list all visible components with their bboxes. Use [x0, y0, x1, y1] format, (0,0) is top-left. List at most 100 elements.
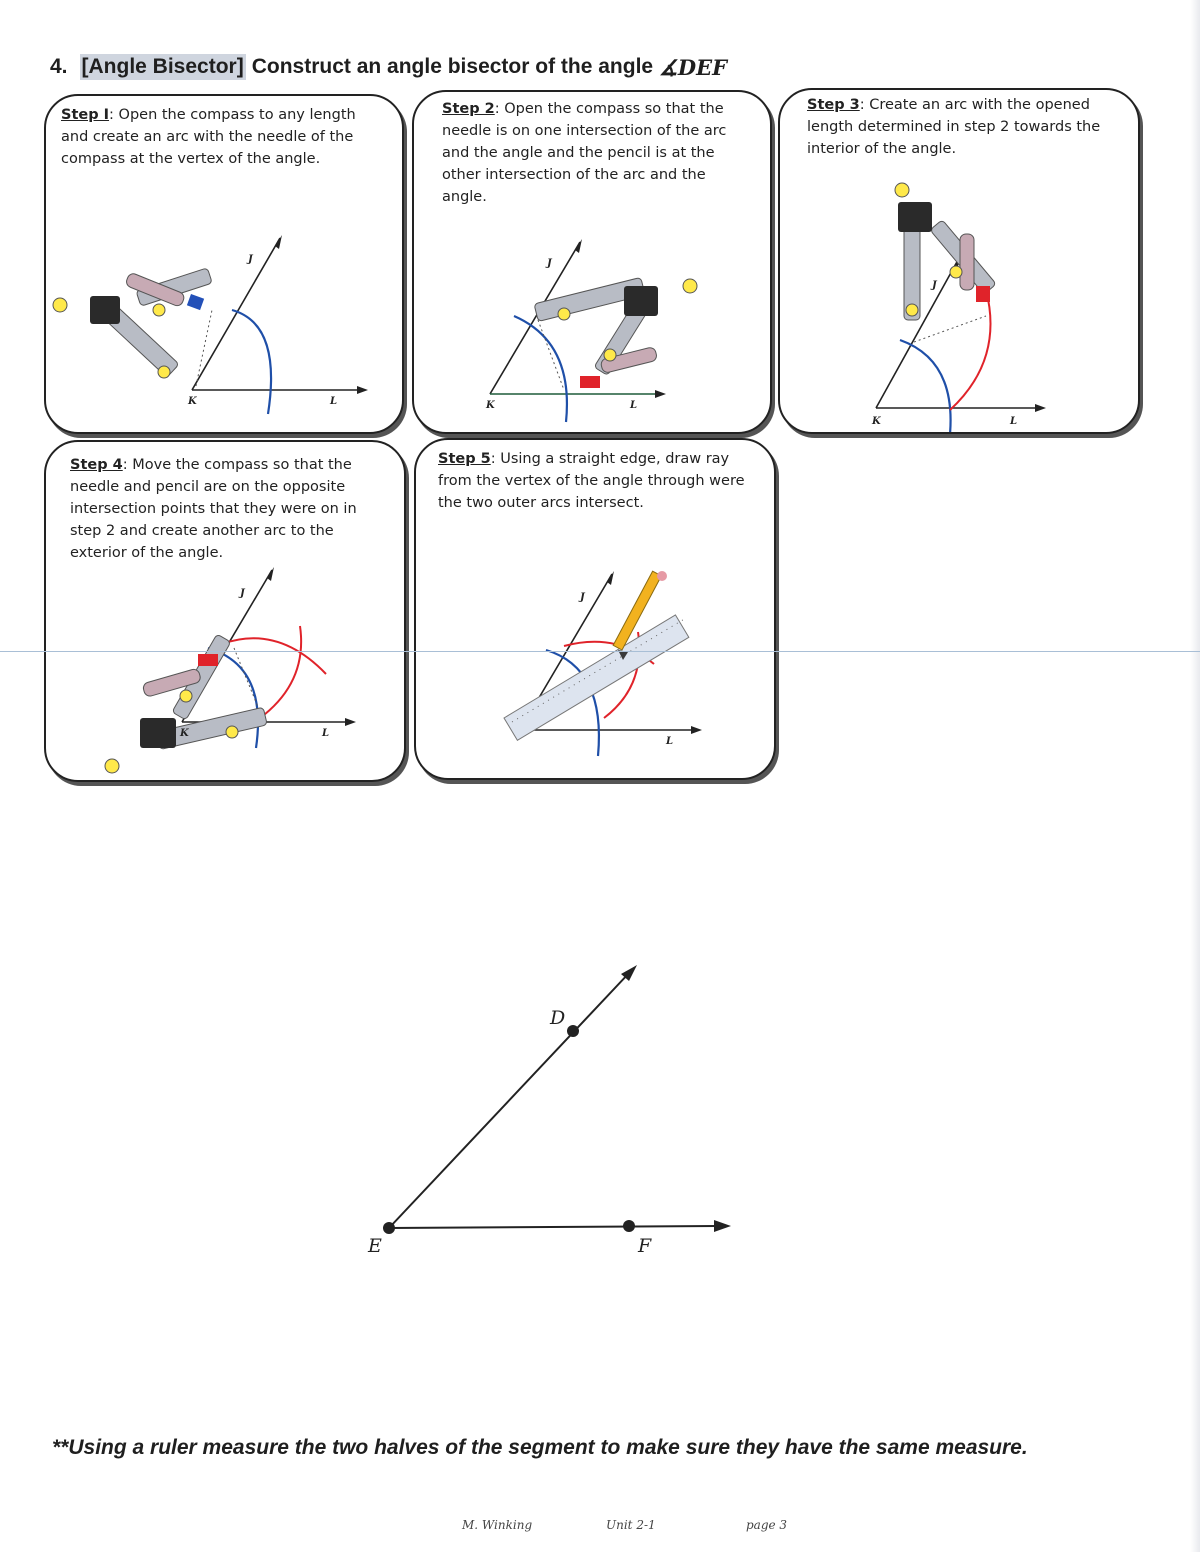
label-l: L: [329, 396, 337, 407]
label-j: J: [578, 592, 586, 603]
step-1-body: : Open the compass to any length and cre…: [61, 107, 356, 167]
ray-kj-arrow: [275, 235, 282, 249]
step-1-label: Step I: [61, 107, 110, 123]
step-4-text: Step 4: Move the compass so that the nee…: [70, 454, 370, 564]
compass-eraser: [959, 233, 975, 291]
question-number: 4.: [50, 55, 68, 78]
compass-pencil-tip: [976, 286, 990, 302]
compass-eraser: [126, 273, 185, 307]
label-k: K: [187, 396, 198, 407]
step-4-body: : Move the compass so that the needle an…: [70, 457, 357, 561]
step-1-text: Step I: Open the compass to any length a…: [61, 104, 371, 170]
pencil-eraser: [657, 571, 667, 581]
compass-knob-lower: [603, 348, 617, 362]
label-f: F: [637, 1235, 652, 1257]
ray-kl-arrow: [345, 718, 356, 726]
compass-hinge: [140, 718, 176, 748]
compass-pencil-tip: [198, 654, 218, 666]
compass-knob-handle: [104, 758, 120, 774]
ruler-ticks: [511, 617, 687, 723]
compass-pencil-tip: [186, 294, 205, 311]
question-title: Construct an angle bisector of the angle: [251, 55, 654, 78]
step-4-label: Step 4: [70, 457, 123, 473]
label-j: J: [246, 254, 254, 265]
ray-kj: [191, 237, 281, 391]
ray-kj: [875, 259, 959, 409]
step-1-figure: J K L: [52, 235, 368, 415]
compass-knob-handle: [52, 297, 68, 313]
ruler: [503, 614, 690, 741]
ray-kl-arrow: [655, 390, 666, 398]
compass-knob-upper: [557, 307, 571, 321]
step-5-text: Step 5: Using a straight edge, draw ray …: [438, 448, 758, 514]
step-2-label: Step 2: [442, 101, 495, 117]
blue-arc: [899, 338, 952, 432]
red-arc: [949, 289, 992, 411]
ray-kj-arrow: [267, 567, 274, 581]
ray-kj-arrow: [575, 239, 582, 253]
question-heading: 4. [Angle Bisector] Construct an angle b…: [50, 50, 727, 84]
step-5-label: Step 5: [438, 451, 491, 467]
ruler-body: [503, 614, 690, 741]
compass: [534, 277, 698, 388]
step-2-card: Step 2: Open the compass so that the nee…: [412, 90, 772, 434]
label-k: K: [485, 400, 496, 411]
step-5-body: : Using a straight edge, draw ray from t…: [438, 451, 745, 511]
instruction-note: **Using a ruler measure the two halves o…: [52, 1436, 1028, 1459]
step-3-body: : Create an arc with the opened length d…: [807, 97, 1101, 157]
point-e: [383, 1222, 395, 1234]
blue-arc: [231, 308, 273, 415]
compass-knob-handle: [894, 182, 910, 198]
step-4-card: Step 4: Move the compass so that the nee…: [44, 440, 406, 782]
step-2-body: : Open the compass so that the needle is…: [442, 101, 727, 205]
pencil-body: [612, 570, 663, 651]
label-j: J: [930, 280, 938, 291]
compass: [894, 182, 996, 321]
step-5-card: Step 5: Using a straight edge, draw ray …: [414, 438, 776, 780]
compass-hinge: [90, 296, 120, 324]
step-2-figure: J K L: [485, 239, 698, 423]
compass-chord-line: [233, 647, 261, 713]
label-e: E: [367, 1235, 382, 1257]
angle-def-diagram: D E F: [367, 965, 731, 1257]
red-arc-interior: [221, 637, 327, 675]
label-j: J: [238, 588, 246, 599]
blue-arc: [513, 314, 568, 423]
compass-hinge: [898, 202, 932, 232]
step-5-figure: J L: [503, 570, 702, 757]
angle-name: ∡DEF: [659, 54, 728, 80]
footer-page: page 3: [746, 1518, 788, 1532]
ray-ef: [388, 1225, 719, 1229]
step-3-text: Step 3: Create an arc with the opened le…: [807, 94, 1117, 160]
step-1-card: Step I: Open the compass to any length a…: [44, 94, 404, 434]
label-d: D: [549, 1007, 565, 1029]
label-l: L: [321, 728, 329, 739]
ray-ed: [388, 971, 631, 1229]
label-l: L: [1009, 416, 1017, 427]
compass-pencil-tip: [580, 376, 600, 388]
label-l: L: [665, 736, 673, 747]
step-3-label: Step 3: [807, 97, 860, 113]
compass-knob-handle: [682, 278, 698, 294]
pencil-tip: [618, 650, 628, 660]
ray-kl-arrow: [357, 386, 368, 394]
ray-kj: [489, 241, 581, 395]
ray-kj-arrow: [607, 571, 614, 585]
step-3-card: Step 3: Create an arc with the opened le…: [778, 88, 1140, 434]
step-3-figure: J K L: [871, 182, 1046, 432]
ray-kl-arrow: [1035, 404, 1046, 412]
ray-kl-arrow: [691, 726, 702, 734]
compass: [104, 635, 267, 774]
compass-chord-line: [537, 319, 565, 391]
compass-eraser: [142, 668, 201, 697]
footer-author: M. Winking: [462, 1518, 533, 1532]
ray-ef-arrow: [714, 1220, 731, 1232]
pencil: [612, 570, 667, 660]
compass: [52, 268, 212, 379]
point-f: [623, 1220, 635, 1232]
compass-knob-upper: [152, 303, 166, 317]
compass-knob-lower: [157, 365, 171, 379]
compass-knob-lower: [905, 303, 919, 317]
compass-knob-upper: [949, 265, 963, 279]
compass-eraser: [600, 347, 657, 373]
